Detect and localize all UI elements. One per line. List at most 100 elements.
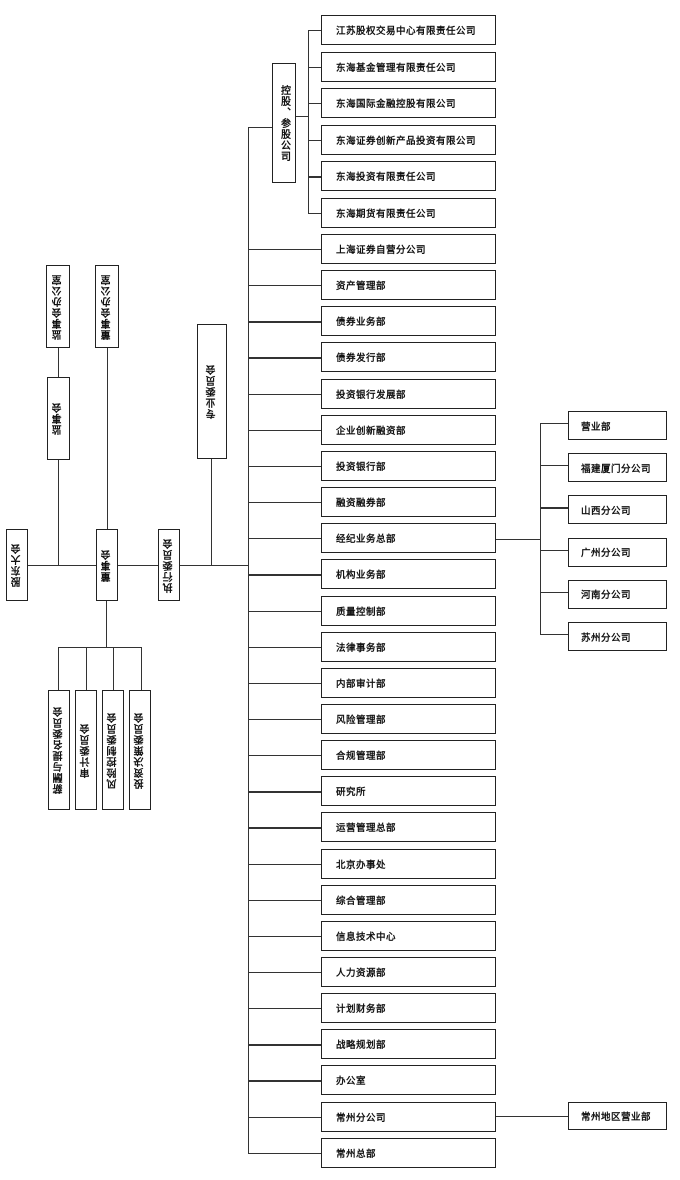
- board-committee-box: 风险控制委员会: [102, 690, 124, 810]
- holding-company-label: 东海证券创新产品投资有限公司: [336, 135, 477, 147]
- board-committee-label: 审计委员会: [80, 722, 92, 778]
- holding-company-box: 东海基金管理有限责任公司: [321, 51, 496, 82]
- department-label: 研究所: [336, 787, 367, 799]
- department-label: 综合管理部: [336, 895, 387, 907]
- executive-committee-box: 执行委员会: [158, 529, 180, 601]
- department-label: 合规管理部: [336, 751, 387, 763]
- branch-label: 福建厦门分公司: [581, 463, 652, 475]
- department-label: 风险管理部: [336, 714, 387, 726]
- connector-line: [248, 393, 321, 395]
- connector-line: [107, 348, 109, 529]
- connector-line: [308, 30, 321, 32]
- connector-line: [308, 176, 321, 178]
- holding-company-label: 东海期货有限责任公司: [336, 209, 437, 220]
- department-label: 办公室: [336, 1076, 367, 1088]
- connector-line: [248, 574, 321, 576]
- connector-line: [308, 103, 321, 105]
- connector-line: [308, 213, 321, 215]
- connector-line: [308, 30, 310, 213]
- board-office-box: 董事会办公室: [95, 265, 119, 348]
- department-label: 内部审计部: [336, 678, 387, 690]
- board-box: 董事会: [96, 529, 118, 601]
- connector-line: [540, 634, 568, 636]
- department-box: 质量控制部: [321, 595, 496, 626]
- branch-label: 广州分公司: [581, 548, 632, 560]
- department-label: 质量控制部: [336, 606, 387, 618]
- supervisory-board-box: 监事会: [47, 377, 70, 460]
- branch-box: 苏州分公司: [568, 622, 667, 651]
- branch-box: 广州分公司: [568, 537, 667, 567]
- connector-line: [58, 460, 60, 565]
- department-label: 债券业务部: [336, 317, 387, 329]
- executive-committee-label: 执行委员会: [163, 537, 175, 593]
- connector-line: [540, 549, 568, 551]
- board-committee-box: 投资决策委员会: [129, 690, 151, 810]
- department-box: 研究所: [321, 776, 496, 807]
- department-box: 常州总部: [321, 1137, 496, 1168]
- department-label: 投资银行发展部: [336, 389, 407, 401]
- board-committee-box: 薪酬与提名委员会: [48, 690, 70, 810]
- connector-line: [248, 1044, 321, 1046]
- department-box: 上海证券自营分公司: [321, 234, 496, 264]
- department-label: 资产管理部: [336, 281, 387, 293]
- connector-line: [540, 423, 542, 634]
- connector-line: [248, 429, 321, 432]
- changzhou-sales-dept-label: 常州地区营业部: [581, 1112, 652, 1123]
- department-box: 风险管理部: [321, 703, 496, 734]
- department-box: 企业创新融资部: [321, 414, 496, 445]
- department-label: 常州总部: [336, 1148, 377, 1160]
- department-label: 上海证券自营分公司: [336, 245, 427, 256]
- connector-line: [296, 116, 308, 118]
- branch-box: 河南分公司: [568, 579, 667, 609]
- department-label: 战略规划部: [336, 1040, 387, 1052]
- special-committees-label: 专业委员会: [206, 364, 218, 419]
- connector-line: [141, 647, 143, 690]
- connector-line: [58, 647, 60, 690]
- connector-line: [248, 935, 321, 938]
- department-box: 综合管理部: [321, 884, 496, 915]
- connector-line: [248, 1152, 321, 1155]
- connector-line: [118, 565, 158, 567]
- connector-line: [540, 507, 568, 509]
- department-label: 法律事务部: [336, 642, 387, 654]
- branch-label: 营业部: [581, 421, 612, 433]
- connector-line: [58, 348, 60, 377]
- connector-line: [308, 139, 321, 142]
- supervisory-board-label: 监事会: [53, 402, 64, 435]
- department-box: 债券发行部: [321, 342, 496, 373]
- connector-line: [248, 755, 321, 757]
- holding-company-box: 江苏股权交易中心有限责任公司: [321, 15, 496, 45]
- department-box: 运营管理总部: [321, 812, 496, 843]
- department-box: 办公室: [321, 1065, 496, 1096]
- holding-company-label: 江苏股权交易中心有限责任公司: [336, 26, 477, 37]
- department-box: 内部审计部: [321, 667, 496, 698]
- department-label: 债券发行部: [336, 353, 387, 365]
- department-label: 融资融券部: [336, 498, 387, 510]
- connector-line: [86, 647, 88, 690]
- holding-company-label: 东海基金管理有限责任公司: [336, 62, 457, 74]
- department-label: 企业创新融资部: [336, 425, 407, 437]
- branch-box: 福建厦门分公司: [568, 453, 667, 483]
- department-box: 机构业务部: [321, 559, 496, 590]
- holding-company-box: 东海证券创新产品投资有限公司: [321, 124, 496, 155]
- connector-line: [540, 591, 568, 594]
- connector-line: [496, 1116, 568, 1118]
- department-box: 资产管理部: [321, 270, 496, 301]
- connector-line: [248, 718, 321, 721]
- branch-label: 河南分公司: [581, 590, 632, 602]
- department-label: 经纪业务总部: [336, 534, 397, 546]
- department-box: 常州分公司: [321, 1101, 496, 1132]
- holding-company-box: 东海投资有限责任公司: [321, 161, 496, 192]
- connector-line: [248, 1080, 321, 1082]
- connector-line: [248, 791, 321, 793]
- connector-line: [58, 647, 142, 649]
- board-committee-box: 审计委员会: [75, 690, 97, 810]
- department-box: 信息技术中心: [321, 920, 496, 951]
- connector-line: [113, 647, 115, 690]
- branch-box: 营业部: [568, 411, 667, 440]
- shareholders-box: 股东大会: [6, 529, 28, 601]
- holding-company-label: 东海国际金融控股有限公司: [336, 99, 457, 111]
- connector-line: [248, 357, 321, 359]
- board-committee-label: 薪酬与提名委员会: [53, 706, 65, 794]
- branch-box: 山西分公司: [568, 495, 667, 525]
